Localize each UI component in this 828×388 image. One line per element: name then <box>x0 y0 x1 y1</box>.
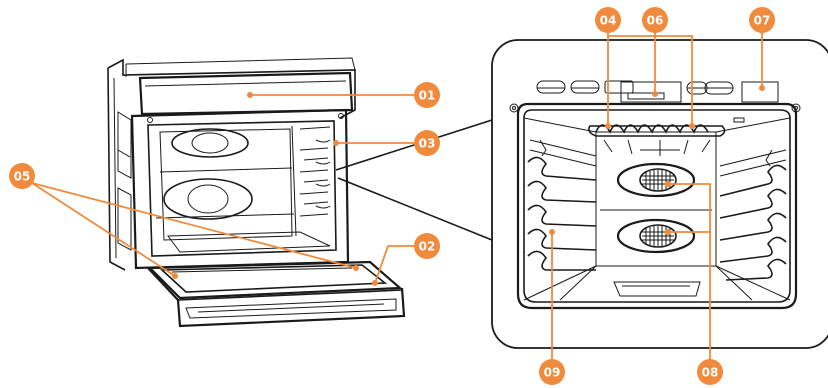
svg-text:01: 01 <box>419 89 436 103</box>
oven-detail-view <box>492 40 828 348</box>
svg-text:04: 04 <box>600 14 617 28</box>
leader-05a-dot <box>172 273 178 279</box>
oven-door <box>148 262 404 326</box>
leader-08a-dot <box>665 181 671 187</box>
leader-02-dot <box>372 280 378 286</box>
side-rack-supports-small <box>292 126 330 236</box>
leader-09-dot <box>549 229 555 235</box>
svg-text:02: 02 <box>419 240 436 254</box>
svg-text:09: 09 <box>544 366 561 380</box>
svg-text:05: 05 <box>14 170 31 184</box>
leader-05b-dot <box>353 265 359 271</box>
control-panel <box>140 73 352 114</box>
oven-illustration <box>108 58 404 326</box>
callout-01: 01 <box>414 82 440 108</box>
callout-05: 05 <box>9 163 35 189</box>
svg-text:03: 03 <box>419 137 436 151</box>
callout-08: 08 <box>697 359 723 385</box>
leader-06-dot <box>652 91 658 97</box>
callout-07: 07 <box>749 7 775 33</box>
svg-text:06: 06 <box>647 14 664 28</box>
leader-05a <box>32 183 175 276</box>
leader-07-dot <box>759 85 765 91</box>
callout-09: 09 <box>539 359 565 385</box>
leader-02 <box>375 246 414 283</box>
leader-04b-dot <box>689 123 695 129</box>
svg-text:08: 08 <box>702 366 719 380</box>
callout-02: 02 <box>414 233 440 259</box>
leader-08b-dot <box>665 229 671 235</box>
svg-text:07: 07 <box>754 14 771 28</box>
leader-04a-dot <box>605 123 611 129</box>
leader-01-dot <box>247 92 253 98</box>
callout-03: 03 <box>414 130 440 156</box>
leader-03-dot <box>333 140 339 146</box>
callout-06: 06 <box>642 7 668 33</box>
callout-04: 04 <box>595 7 621 33</box>
